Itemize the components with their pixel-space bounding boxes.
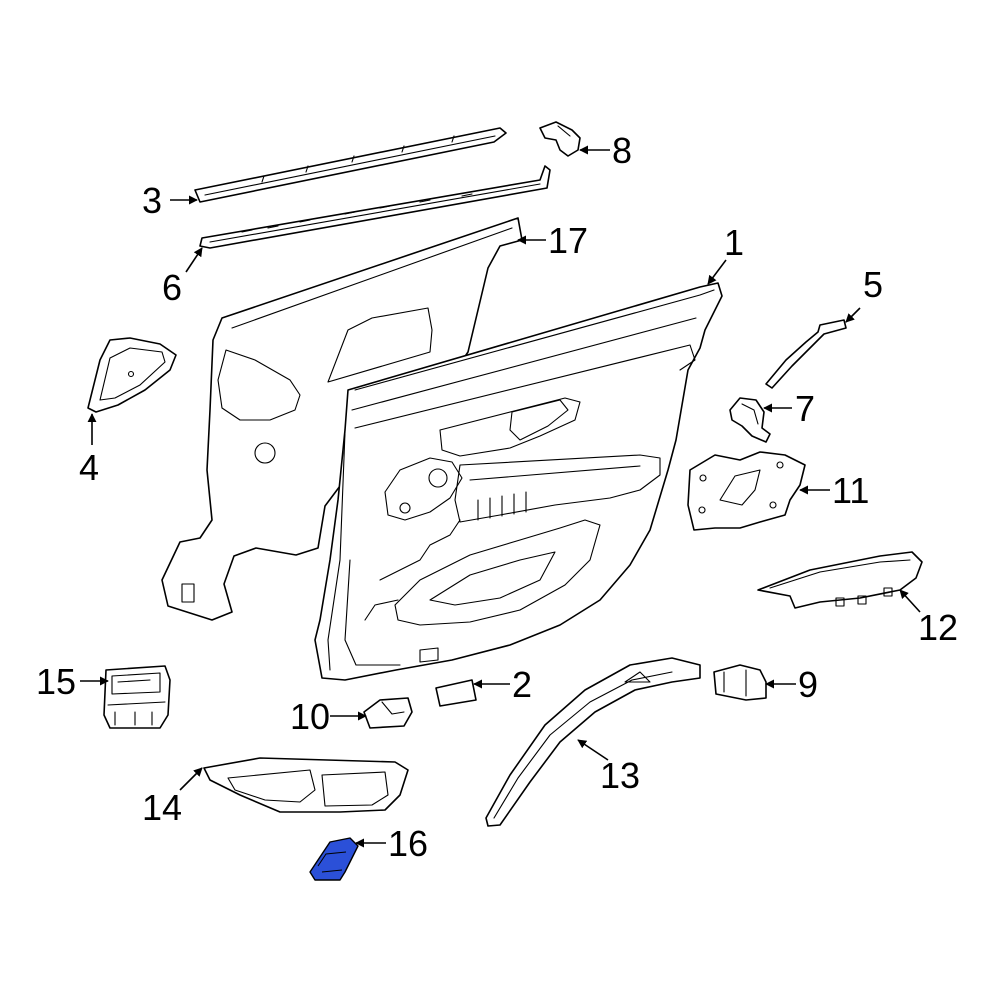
part-12-armrest — [757, 551, 923, 609]
part-11-bracket — [687, 451, 806, 531]
part-17-water-shield — [161, 217, 523, 621]
callout-3: 3 — [142, 180, 162, 221]
callout-2: 2 — [512, 664, 532, 705]
callout-8: 8 — [612, 130, 632, 171]
part-6-belt-molding — [199, 165, 551, 249]
part-4-tweeter-cover — [87, 337, 177, 413]
leader-12 — [899, 589, 921, 613]
callout-17: 17 — [548, 220, 588, 261]
callout-14: 14 — [142, 787, 182, 828]
callout-labels: 1 2 3 4 5 6 7 8 9 10 11 12 13 14 15 16 1… — [36, 130, 958, 864]
callout-11: 11 — [832, 470, 869, 511]
part-2-cover — [435, 679, 477, 707]
part-10-clip — [363, 697, 413, 729]
callout-5: 5 — [863, 264, 883, 305]
part-16-window-switch — [309, 837, 359, 881]
callout-4: 4 — [79, 447, 99, 488]
part-13-pillar-trim — [485, 657, 701, 827]
callout-10: 10 — [290, 696, 330, 737]
part-7-switch — [729, 397, 771, 443]
leader-1 — [707, 259, 727, 285]
leader-13 — [577, 739, 609, 761]
part-15-handle — [103, 665, 171, 729]
callout-16: 16 — [388, 823, 428, 864]
callout-7: 7 — [795, 388, 815, 429]
callout-12: 12 — [918, 607, 958, 648]
callout-1: 1 — [724, 222, 744, 263]
callout-6: 6 — [162, 267, 182, 308]
part-8-clip — [539, 121, 581, 157]
leader-lines — [80, 145, 921, 848]
part-9-connector — [713, 664, 767, 701]
leader-5 — [845, 307, 861, 323]
callout-9: 9 — [798, 664, 818, 705]
callout-15: 15 — [36, 661, 76, 702]
part-14-switch-bezel — [203, 757, 409, 813]
leader-14 — [179, 767, 203, 791]
leader-6 — [185, 247, 203, 273]
part-5-cable — [765, 319, 847, 389]
part-3-upper-trim — [194, 127, 507, 203]
part-1-door-trim-panel — [314, 282, 723, 681]
callout-13: 13 — [600, 755, 640, 796]
